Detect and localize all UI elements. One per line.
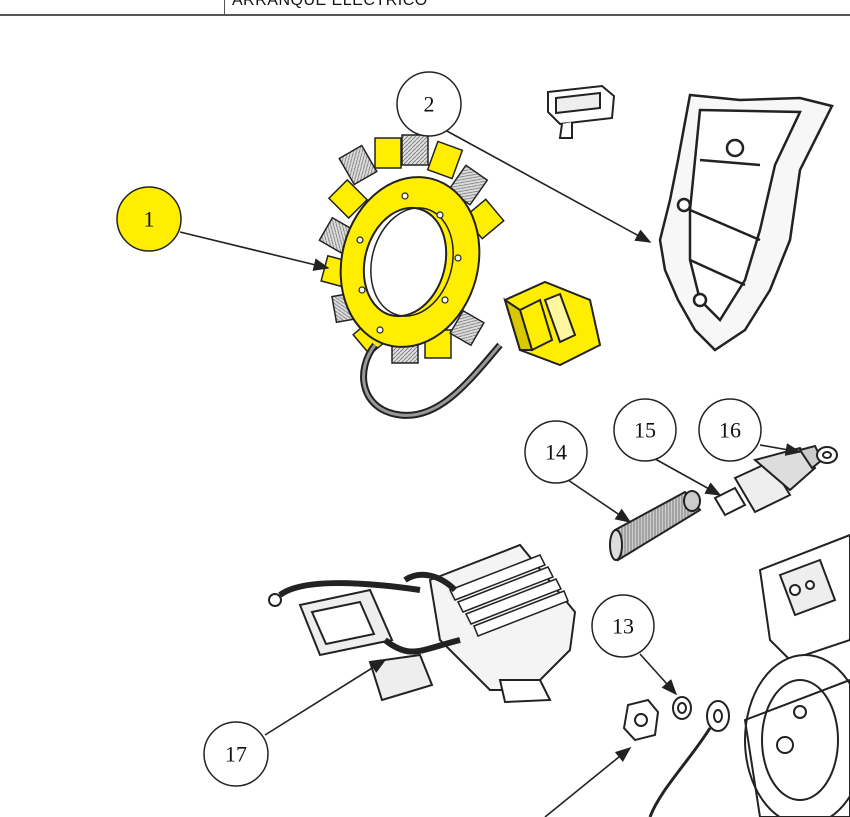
callout-label: 1: [144, 207, 155, 232]
callout-2: 2: [396, 71, 462, 137]
stator-part: [318, 134, 602, 419]
regulator-part: [268, 543, 577, 704]
starter-motor-part: [743, 533, 850, 817]
nut-washer-part: [622, 696, 730, 817]
callout-13: 13: [591, 594, 655, 658]
callout-label: 16: [719, 418, 741, 443]
callout-label: 15: [634, 418, 656, 443]
header-divider: [224, 0, 225, 14]
cover-part: [658, 93, 834, 352]
callout-16: 16: [698, 398, 762, 462]
callout-17: 17: [203, 721, 269, 787]
header-title: ARRANQUE ELECTRICO: [232, 0, 428, 9]
callout-label: 17: [225, 742, 247, 767]
callout-1: 1: [116, 186, 182, 252]
header-bar: ARRANQUE ELECTRICO: [0, 0, 850, 16]
callout-14: 14: [524, 420, 588, 484]
rubber-boot-part: [609, 490, 702, 562]
leader-lines: [179, 129, 802, 817]
callout-label: 13: [612, 614, 634, 639]
sensor-switch-part: [713, 444, 838, 517]
callout-label: 14: [545, 440, 567, 465]
small-connector-part: [547, 84, 616, 139]
callout-label: 2: [424, 92, 435, 117]
callout-15: 15: [613, 398, 677, 462]
